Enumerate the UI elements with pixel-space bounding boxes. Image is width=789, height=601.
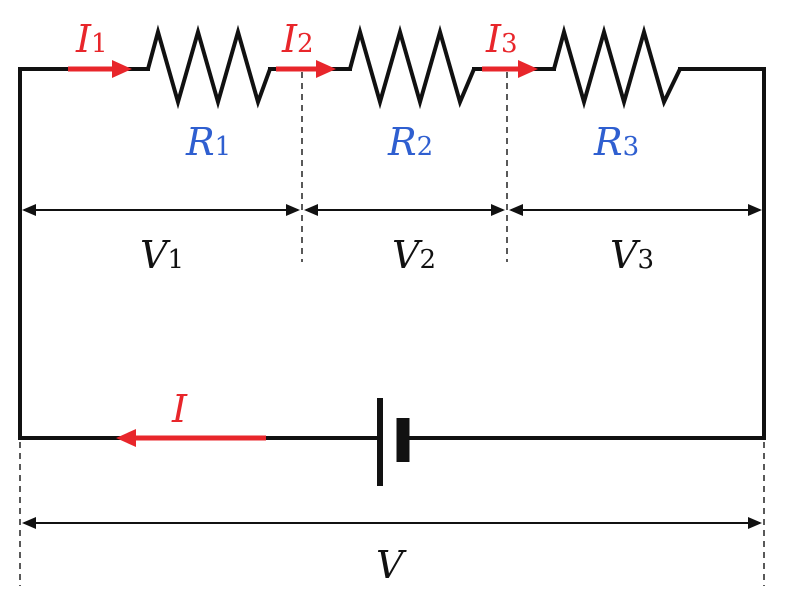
- current-arrow-i3: [482, 60, 538, 78]
- voltage-label-v1: V1: [140, 233, 184, 277]
- current-label-i2: I2: [281, 17, 314, 61]
- resistor-label-r1: R1: [185, 120, 231, 164]
- voltage-label-v3: V3: [610, 233, 654, 277]
- voltage-label-total: V: [376, 543, 407, 587]
- voltage-label-v2: V2: [392, 233, 436, 277]
- resistor-r2-zigzag: [348, 24, 476, 110]
- dimension-arrow-v3: [509, 204, 762, 216]
- resistor-label-r3: R3: [593, 120, 639, 164]
- resistor-r3-zigzag: [552, 24, 682, 110]
- current-arrow-i2: [276, 60, 336, 78]
- dimension-arrow-v1: [22, 204, 300, 216]
- current-label-i3: I3: [485, 17, 518, 61]
- dimension-arrow-v2: [304, 204, 505, 216]
- resistor-label-r2: R2: [387, 120, 433, 164]
- current-label-i1: I1: [75, 17, 108, 61]
- current-arrow-total: [116, 429, 266, 447]
- resistor-r1-zigzag: [146, 24, 272, 110]
- current-label-total: I: [171, 387, 188, 431]
- current-arrow-i1: [68, 60, 132, 78]
- dimension-arrow-v-total: [22, 517, 762, 529]
